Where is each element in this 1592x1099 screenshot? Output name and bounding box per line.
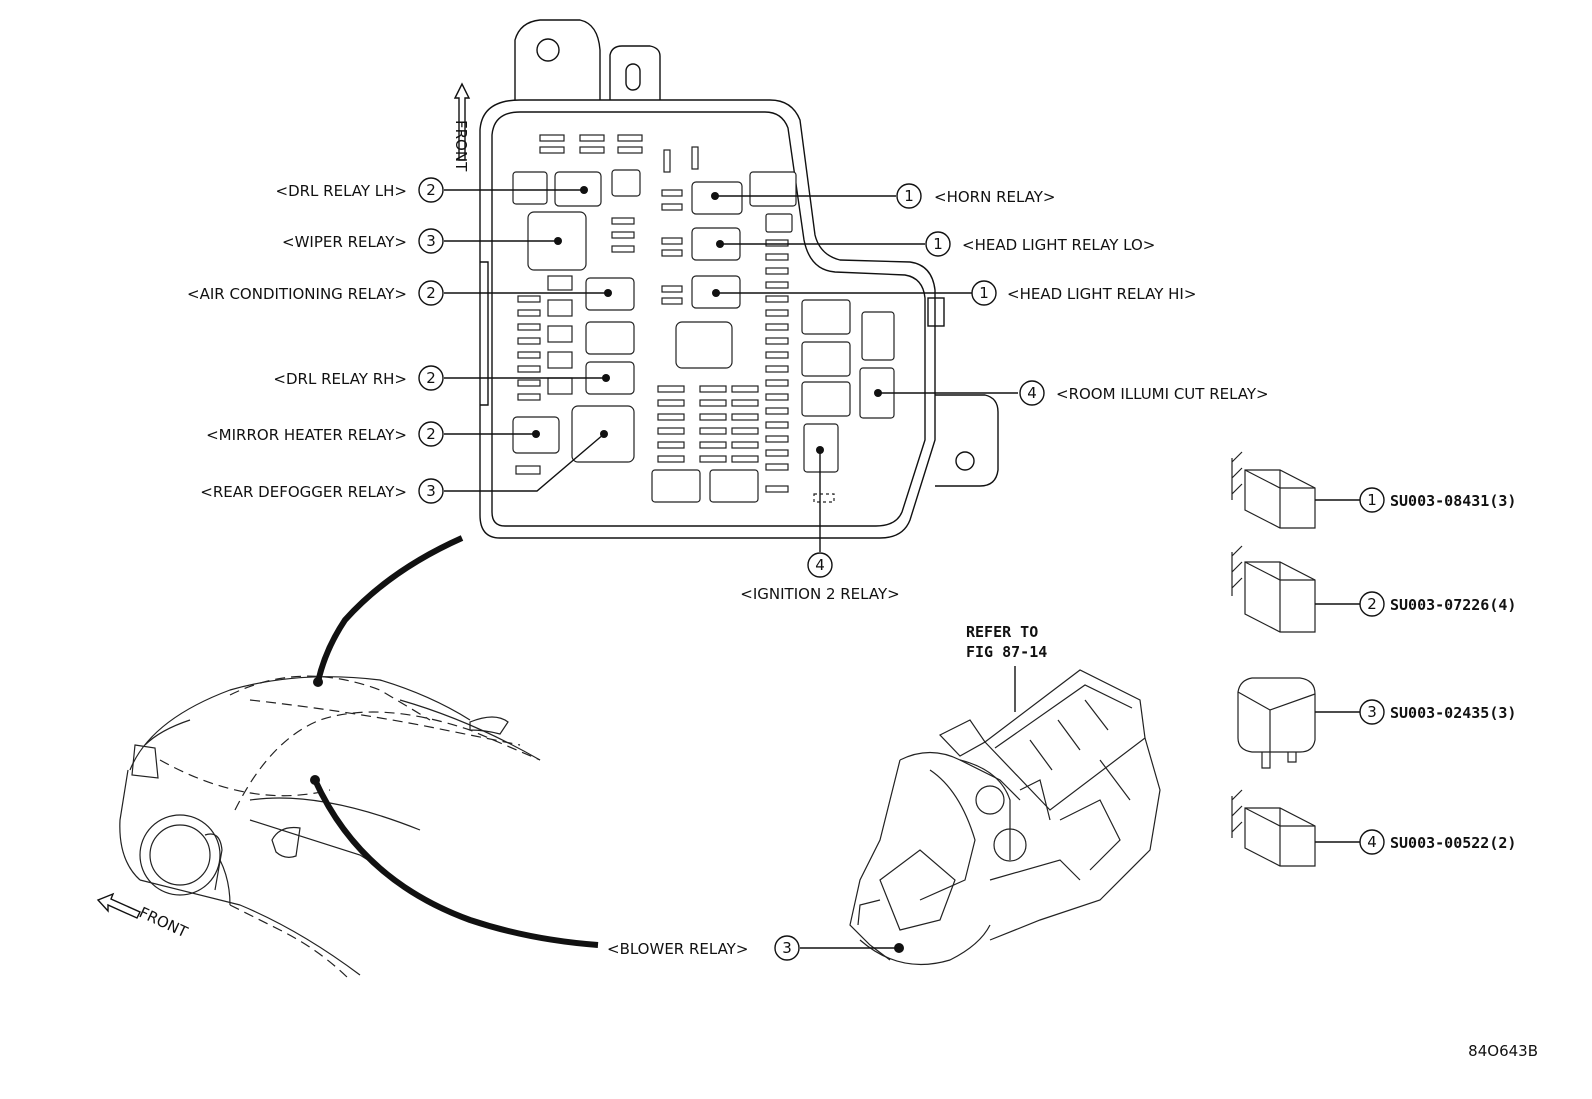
- callout-circle: [418, 478, 444, 504]
- callout-circle: [418, 365, 444, 391]
- drl-relay-rh-label: <DRL RELAY RH>: [273, 370, 407, 388]
- part-2-number: SU003-07226(4): [1390, 596, 1516, 614]
- callout-circle: [418, 228, 444, 254]
- drl-relay-lh-ref: 2: [426, 181, 436, 199]
- room-illumi-cut-relay-label: <ROOM ILLUMI CUT RELAY>: [1056, 385, 1269, 403]
- relay-block-outline: [479, 19, 999, 539]
- part-1-number: SU003-08431(3): [1390, 492, 1516, 510]
- callout-circle: [1359, 699, 1385, 725]
- blower-relay-leader: [312, 778, 599, 948]
- fuse-box-front-label: FRONT: [452, 120, 470, 172]
- relay-type-3-icon: [1237, 677, 1360, 769]
- vehicle-front-label: FRONT: [136, 903, 191, 941]
- part-4-ref: 4: [1367, 833, 1377, 851]
- figure-id: 84O643B: [1468, 1042, 1538, 1060]
- wiper-relay-ref: 3: [426, 232, 436, 250]
- mirror-heater-relay-label: <MIRROR HEATER RELAY>: [206, 426, 407, 444]
- horn-relay-label: <HORN RELAY>: [934, 188, 1056, 206]
- callout-circle: [1019, 380, 1045, 406]
- callout-leaders: [444, 186, 1018, 552]
- head-light-relay-hi-label: <HEAD LIGHT RELAY HI>: [1007, 285, 1196, 303]
- blower-relay-ref: 3: [782, 939, 792, 957]
- air-conditioning-relay-label: <AIR CONDITIONING RELAY>: [187, 285, 407, 303]
- callout-circle: [1359, 487, 1385, 513]
- blower-relay-label: <BLOWER RELAY>: [607, 940, 748, 958]
- callout-circle: [774, 935, 800, 961]
- part-4-number: SU003-00522(2): [1390, 834, 1516, 852]
- room-illumi-cut-relay-ref: 4: [1027, 384, 1037, 402]
- callout-circle: [418, 280, 444, 306]
- callout-circle: [925, 231, 951, 257]
- ignition-2-relay-ref: 4: [815, 556, 825, 574]
- callout-circle: [1359, 829, 1385, 855]
- part-1-ref: 1: [1367, 491, 1377, 509]
- head-light-relay-lo-label: <HEAD LIGHT RELAY LO>: [962, 236, 1155, 254]
- part-3-number: SU003-02435(3): [1390, 704, 1516, 722]
- callout-circle: [418, 177, 444, 203]
- refer-note-line-2: FIG 87-14: [966, 643, 1047, 661]
- refer-note-line-1: REFER TO: [966, 623, 1038, 641]
- callout-circle: [896, 183, 922, 209]
- relay-type-1-icon: [1231, 451, 1360, 529]
- ignition-2-relay-label: <IGNITION 2 RELAY>: [740, 585, 899, 603]
- mirror-heater-relay-ref: 2: [426, 425, 436, 443]
- wiper-relay-label: <WIPER RELAY>: [282, 233, 407, 251]
- rear-defogger-relay-ref: 3: [426, 482, 436, 500]
- callout-circle: [971, 280, 997, 306]
- relay-block-leader: [315, 535, 464, 683]
- drl-relay-lh-label: <DRL RELAY LH>: [276, 182, 408, 200]
- horn-relay-ref: 1: [904, 187, 914, 205]
- fuse-box-front-arrow-icon: [453, 82, 471, 161]
- hvac-unit-illustration: [849, 666, 1161, 966]
- head-light-relay-lo-ref: 1: [933, 235, 943, 253]
- callout-circle: [1359, 591, 1385, 617]
- head-light-relay-hi-ref: 1: [979, 284, 989, 302]
- relay-block-slots: [512, 134, 895, 503]
- air-conditioning-relay-ref: 2: [426, 284, 436, 302]
- callout-circle: [807, 552, 833, 578]
- part-2-ref: 2: [1367, 595, 1377, 613]
- vehicle-front-arrow-icon: [96, 892, 141, 919]
- relay-type-4-icon: [1231, 789, 1360, 867]
- part-3-ref: 3: [1367, 703, 1377, 721]
- rear-defogger-relay-label: <REAR DEFOGGER RELAY>: [200, 483, 407, 501]
- drl-relay-rh-ref: 2: [426, 369, 436, 387]
- callout-circle: [418, 421, 444, 447]
- relay-type-2-icon: [1231, 545, 1360, 633]
